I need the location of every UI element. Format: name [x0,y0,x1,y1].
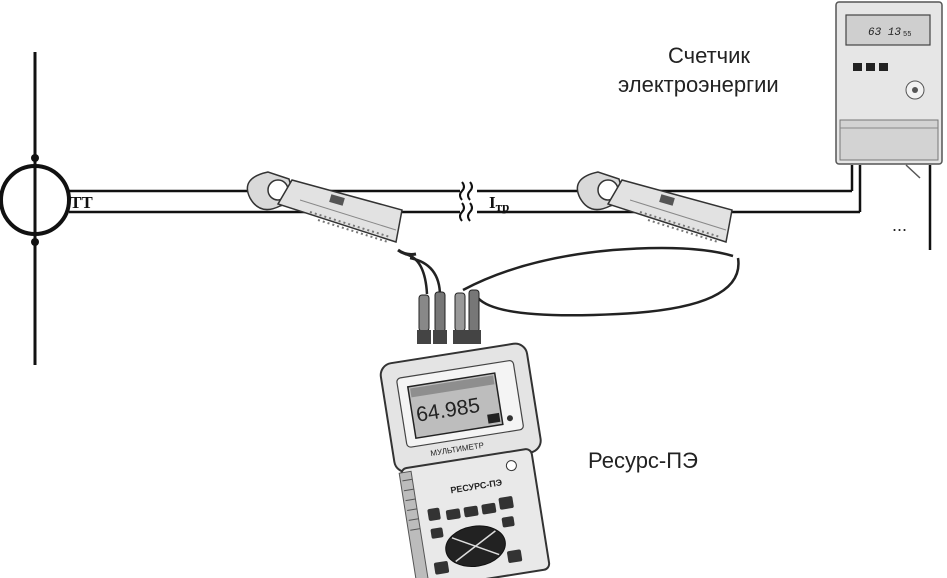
meter-display-value: 63 13 [868,27,901,39]
probe-plugs [417,289,481,344]
multimeter-device: 64.985 МУЛЬТИМЕТР РЕСУРС-ПЭ [379,342,551,578]
current-clamp-left [246,171,417,256]
meter-display [845,14,931,46]
meter-title-line1: Счетчик [668,43,750,68]
meter-display-small: 55 [903,31,911,39]
current-transformer-symbol [0,164,71,236]
device-name-label: Ресурс-ПЭ [588,448,698,473]
ellipsis-label: ... [892,215,907,235]
current-clamp-right [576,171,733,243]
meter-title-line2: электроэнергии [618,72,779,97]
probe-cables [404,246,740,317]
meter-button-3 [879,63,888,71]
current-label-main: I [489,193,496,212]
wire-break-marks [459,181,473,222]
bus-node-top [31,154,39,162]
meter-wire-3 [905,164,921,179]
meter-button-2 [866,63,875,71]
bus-node-bottom [31,238,39,246]
multimeter-indicator-icon [506,415,513,422]
tt-label: TT [70,193,93,212]
current-label-sub: тр [496,199,510,214]
meter-button-1 [853,63,862,71]
current-label: Iтр [489,193,509,214]
electricity-meter: 63 13 55 [835,1,943,165]
